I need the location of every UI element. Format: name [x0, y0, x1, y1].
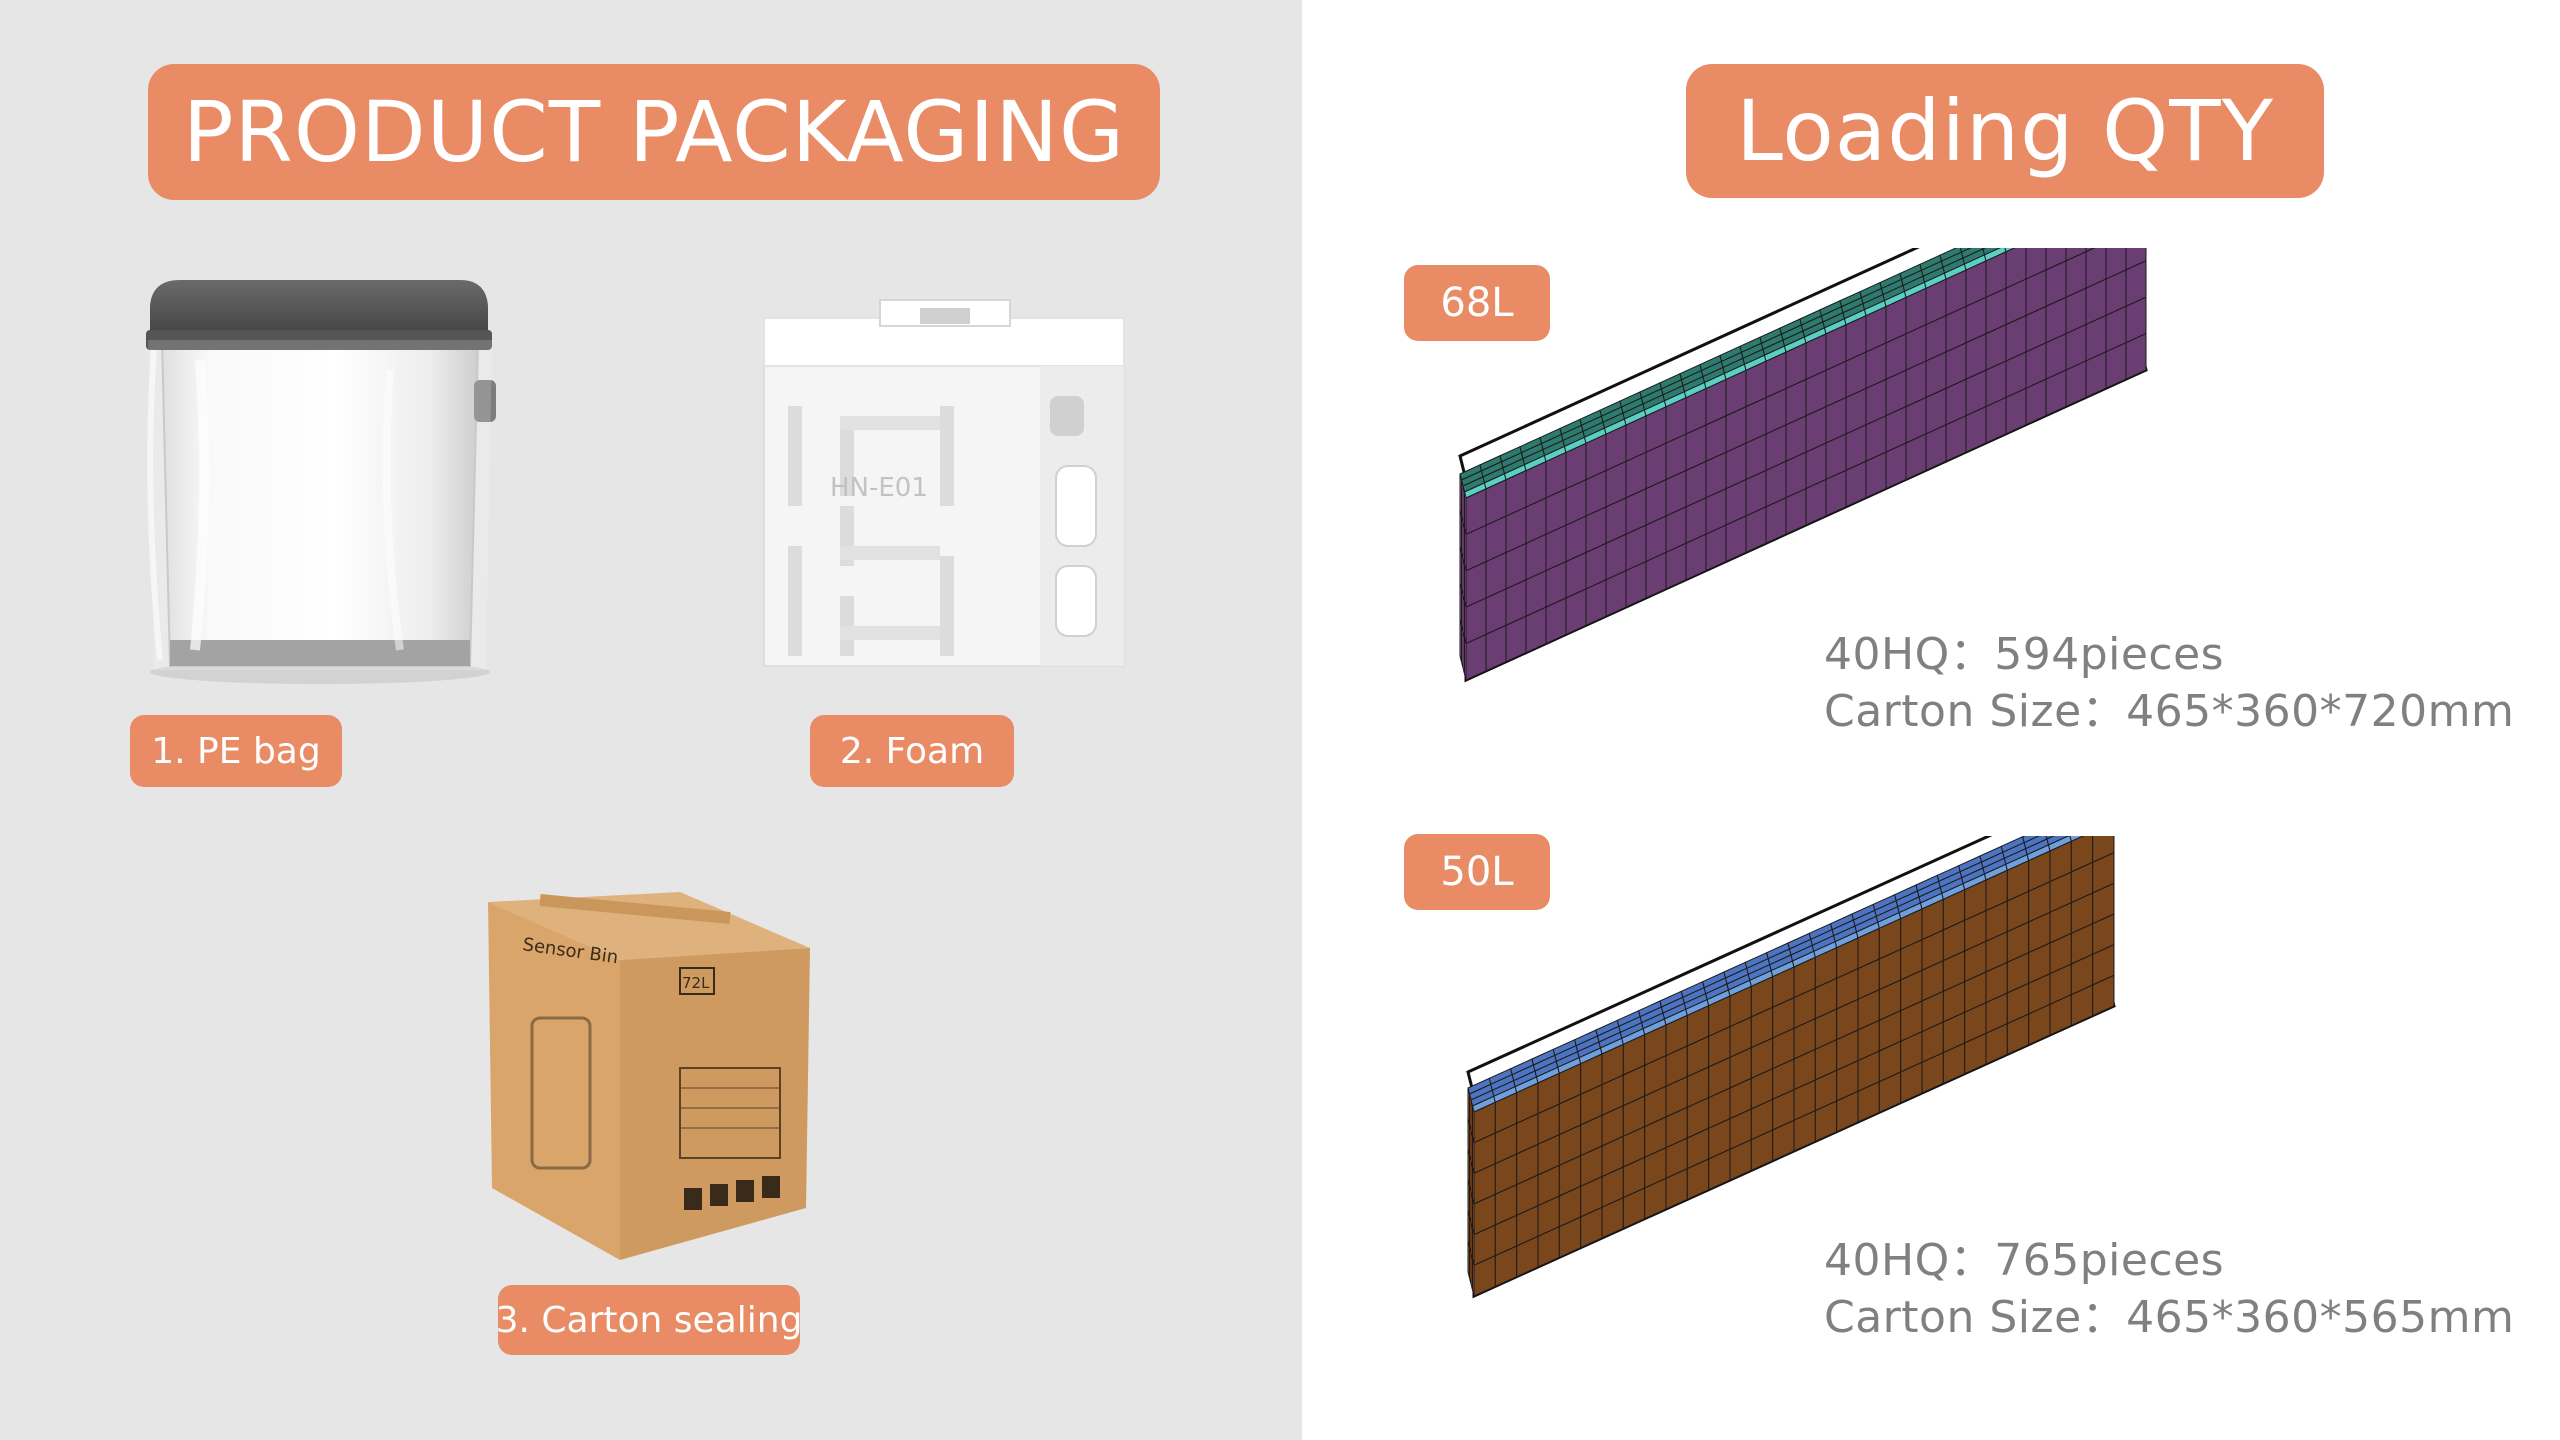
- loading-title: Loading QTY: [1686, 64, 2324, 198]
- size-badge-50l: 50L: [1404, 834, 1550, 910]
- size-badge-68l-text: 68L: [1440, 280, 1514, 326]
- carton-front: [1459, 510, 1462, 553]
- spec-68l: 40HQ：594pieces Carton Size：465*360*720mm: [1824, 626, 2514, 740]
- carton-front: [1459, 546, 1462, 590]
- pe-bag-label: 1. PE bag: [130, 715, 342, 787]
- spec-68l-qty: 40HQ：594pieces: [1824, 629, 2225, 680]
- carton-sealing-label: 3. Carton sealing: [495, 1285, 803, 1355]
- spec-50l-carton-size: Carton Size：465*360*565mm: [1824, 1292, 2515, 1343]
- spec-50l: 40HQ：765pieces Carton Size：465*360*565mm: [1824, 1232, 2514, 1346]
- carton-sealing-label-text: 3. Carton sealing: [495, 1299, 803, 1341]
- carton-side: [2125, 332, 2147, 380]
- spec-68l-carton-size: Carton Size：465*360*720mm: [1824, 686, 2515, 737]
- spec-50l-qty: 40HQ：765pieces: [1824, 1235, 2225, 1286]
- carton-box-image: Sensor Bin 72L: [488, 892, 810, 1260]
- size-badge-50l-text: 50L: [1440, 849, 1514, 895]
- carton-front: [1459, 473, 1462, 517]
- size-badge-68l: 68L: [1404, 265, 1550, 341]
- carton-side: [2092, 974, 2115, 1017]
- foam-image: HN-E01: [763, 299, 1125, 667]
- loading-title-text: Loading QTY: [1736, 82, 2274, 180]
- foam-label-text: 2. Foam: [839, 730, 985, 772]
- packaging-title-text: PRODUCT PACKAGING: [182, 83, 1126, 181]
- pe-bag-label-text: 1. PE bag: [151, 730, 321, 772]
- foam-model-text: HN-E01: [830, 473, 928, 503]
- foam-label: 2. Foam: [810, 715, 1014, 787]
- packaging-title: PRODUCT PACKAGING: [148, 64, 1160, 200]
- carton-front: [1459, 619, 1462, 663]
- carton-front: [1459, 583, 1462, 626]
- container-68l-loading-diagram: [1458, 248, 2148, 683]
- carton-size-text: 72L: [682, 974, 710, 992]
- container-50l-loading-diagram: [1466, 836, 2116, 1299]
- carton-front: [1467, 1241, 1470, 1279]
- pe-bag-bin-image: [146, 280, 496, 684]
